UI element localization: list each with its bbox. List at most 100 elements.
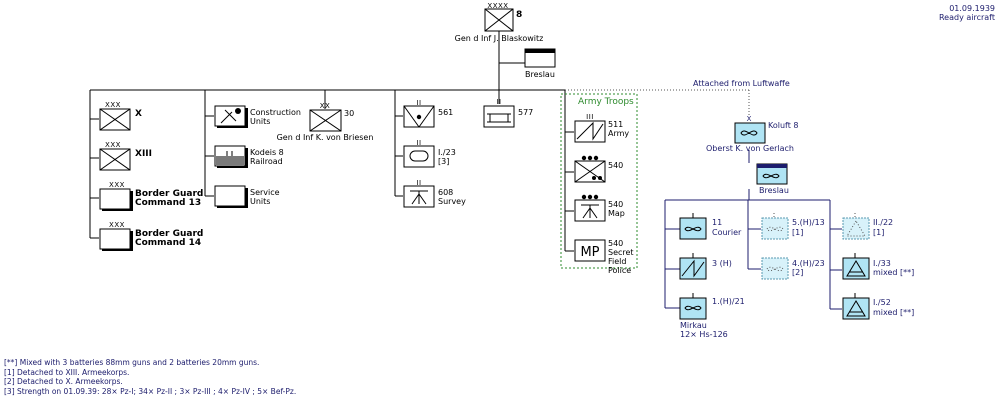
svg-text:Railroad: Railroad	[250, 157, 283, 166]
unit-540-map[interactable]: 540 Map	[574, 194, 625, 222]
signal-lightning-icon	[576, 121, 604, 141]
svg-text:I./33: I./33	[873, 259, 891, 268]
svg-text:Police: Police	[608, 266, 631, 275]
flak-triangle-icon	[846, 260, 866, 277]
svg-text:Survey: Survey	[438, 197, 466, 206]
svg-text:561: 561	[438, 108, 453, 117]
svg-text:5.(H)/13: 5.(H)/13	[792, 218, 825, 227]
note-1: [1] Detached to XIII. Armeekorps.	[4, 367, 130, 377]
unit-11-courier[interactable]: 11 Courier	[679, 213, 742, 240]
svg-text:[2]: [2]	[792, 268, 803, 277]
header-date: 01.09.1939	[949, 4, 995, 13]
hq-echelon: XXXX	[487, 2, 508, 10]
svg-text:[1]: [1]	[873, 228, 884, 237]
border-guard-command-14[interactable]: XXX Border Guard Command 14	[99, 221, 203, 251]
tank-track-icon	[409, 150, 429, 162]
svg-text:mixed [**]: mixed [**]	[873, 268, 914, 277]
svg-text:540: 540	[608, 161, 623, 170]
svg-text:II./22: II./22	[873, 218, 893, 227]
svg-text:III: III	[586, 113, 594, 121]
svg-text:I./23: I./23	[438, 148, 456, 157]
note-2: [2] Detached to X. Armeekorps.	[4, 377, 123, 386]
svg-text:Construction: Construction	[250, 108, 301, 117]
svg-text:II: II	[416, 139, 421, 147]
svg-text:Field: Field	[608, 257, 626, 266]
unit-540-a[interactable]: 540	[574, 155, 623, 183]
hq-number: 8	[516, 10, 522, 20]
svg-text:511: 511	[608, 120, 623, 129]
svg-text:II: II	[416, 179, 421, 187]
svg-text:XXX: XXX	[109, 221, 125, 229]
note-3: [3] Strength on 01.09.39: 28× Pz-I; 34× …	[4, 386, 297, 396]
army-troops-frame	[560, 93, 638, 269]
unit-i-52[interactable]: I./52 mixed [**]	[842, 293, 914, 320]
svg-text:I./52: I./52	[873, 298, 891, 307]
artillery-dot-icon	[416, 114, 422, 120]
kodeis-8-railroad[interactable]: Kodeis 8 Railroad	[214, 145, 284, 168]
luftwaffe-flag-breslau: Breslau	[756, 163, 789, 195]
construction-units[interactable]: Construction Units	[214, 105, 301, 128]
svg-text:Kodeis 8: Kodeis 8	[250, 148, 284, 157]
svg-text:12× Hs-126: 12× Hs-126	[680, 330, 728, 339]
propeller-icon	[740, 130, 758, 136]
svg-text:4.(H)/23: 4.(H)/23	[792, 259, 825, 268]
svg-text:mixed [**]: mixed [**]	[873, 308, 914, 317]
unit-5-h-13[interactable]: 5.(H)/13 [1]	[761, 213, 825, 240]
svg-text:11: 11	[712, 218, 722, 227]
mp-symbol: MP	[580, 245, 599, 260]
hq-flag-breslau: Breslau	[524, 48, 556, 79]
unit-i-33[interactable]: I./33 mixed [**]	[842, 253, 914, 280]
svg-text:1.(H)/21: 1.(H)/21	[712, 297, 745, 306]
svg-text:XX: XX	[320, 102, 331, 110]
corps-x-label: X	[135, 109, 142, 119]
svg-text:XXX: XXX	[105, 101, 121, 109]
wheel-icon	[592, 176, 596, 180]
attached-from-luftwaffe: Attached from Luftwaffe	[693, 79, 790, 88]
division-30[interactable]: XX 30 Gen d Inf K. von Briesen	[277, 102, 374, 142]
svg-text:Units: Units	[250, 197, 270, 206]
footnotes: [**] Mixed with 3 batteries 88mm guns an…	[4, 358, 296, 396]
svg-text:Map: Map	[608, 209, 625, 218]
construction-shovel-icon	[235, 108, 241, 114]
svg-text:X: X	[747, 115, 752, 123]
unit-3-h[interactable]: 3 (H)	[679, 253, 732, 280]
corps-xiii[interactable]: XXX XIII	[99, 141, 152, 171]
unit-511-army[interactable]: III 511 Army	[574, 113, 629, 143]
corps-x[interactable]: XXX X	[99, 101, 142, 131]
svg-text:Army: Army	[608, 129, 629, 138]
hq-flag-label: Breslau	[525, 70, 555, 79]
unit-577[interactable]: II 577	[483, 98, 533, 128]
svg-text:[3]: [3]	[438, 157, 449, 166]
svg-text:Units: Units	[250, 117, 270, 126]
svg-text:XXX: XXX	[105, 141, 121, 149]
unit-608-survey[interactable]: II 608 Survey	[403, 179, 466, 208]
note-mixed: [**] Mixed with 3 batteries 88mm guns an…	[4, 358, 260, 367]
koluft-8[interactable]: X Koluft 8 Oberst K. von Gerlach	[706, 115, 798, 153]
svg-text:XXX: XXX	[109, 181, 125, 189]
svg-text:Command 13: Command 13	[135, 198, 201, 208]
svg-text:Koluft 8: Koluft 8	[768, 121, 798, 130]
svg-text:II: II	[416, 99, 421, 107]
svg-text:577: 577	[518, 108, 533, 117]
unit-540-secret-field-police[interactable]: MP 540 Secret Field Police	[574, 239, 634, 275]
service-units[interactable]: Service Units	[214, 185, 280, 208]
svg-text:Breslau: Breslau	[759, 186, 789, 195]
unit-ii-22[interactable]: II./22 [1]	[842, 213, 893, 240]
army-hq-8[interactable]: XXXX 8 Gen d Inf J. Blaskowitz	[455, 2, 544, 43]
railroad-icon	[216, 156, 244, 165]
svg-text:3 (H): 3 (H)	[712, 259, 732, 268]
svg-text:540: 540	[608, 239, 623, 248]
unit-1-h-21[interactable]: 1.(H)/21 Mirkau 12× Hs-126	[679, 293, 745, 339]
unit-i-23[interactable]: II I./23 [3]	[403, 139, 456, 168]
svg-text:II: II	[496, 98, 501, 106]
unit-561[interactable]: II 561	[403, 99, 453, 128]
border-guard-command-13[interactable]: XXX Border Guard Command 13	[99, 181, 203, 211]
svg-text:Command 14: Command 14	[135, 238, 201, 248]
svg-text:30: 30	[344, 109, 354, 118]
unit-4-h-23[interactable]: 4.(H)/23 [2]	[761, 257, 825, 280]
svg-text:Border Guard: Border Guard	[135, 189, 203, 199]
svg-text:Courier: Courier	[712, 228, 742, 237]
army-troops-title: Army Troops	[578, 97, 634, 107]
svg-text:540: 540	[608, 200, 623, 209]
